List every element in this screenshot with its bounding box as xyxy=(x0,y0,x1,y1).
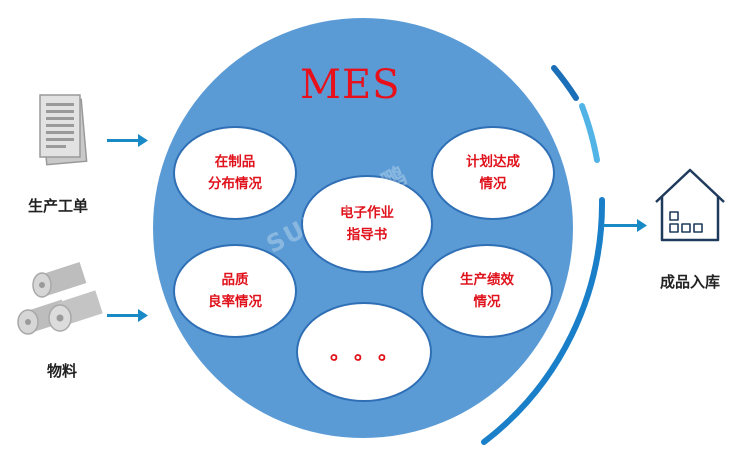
outer-arc-top xyxy=(551,65,579,101)
node-line: 情况 xyxy=(473,294,501,310)
output-arrow xyxy=(603,219,647,232)
node-electronic-work-instruction: 电子作业 指导书 xyxy=(301,175,433,273)
node-line: 生产绩效 xyxy=(460,272,514,288)
output-label-warehouse: 成品入库 xyxy=(660,273,721,291)
node-line: 指导书 xyxy=(346,227,388,243)
material-rolls-icon xyxy=(17,262,103,335)
input-arrow-2 xyxy=(107,309,148,322)
input-arrow-1 xyxy=(107,134,148,147)
outer-arc-bottom xyxy=(481,197,606,445)
node-wip-distribution: 在制品 分布情况 xyxy=(173,126,297,220)
node-line: 分布情况 xyxy=(208,176,262,192)
node-line: 情况 xyxy=(479,176,507,192)
warehouse-icon xyxy=(655,168,725,242)
node-line: 良率情况 xyxy=(208,294,262,310)
node-quality-yield: 品质 良率情况 xyxy=(173,244,297,338)
node-plan-achievement: 计划达成 情况 xyxy=(431,126,555,220)
node-line: 在制品 xyxy=(214,154,256,170)
outer-arc-middle xyxy=(579,103,600,163)
node-production-performance: 生产绩效 情况 xyxy=(421,244,553,338)
mes-title: MES xyxy=(300,62,401,108)
node-more: 。。。 xyxy=(296,302,432,402)
input-label-materials: 物料 xyxy=(47,362,78,380)
node-line: 电子作业 xyxy=(340,205,394,221)
node-line: 计划达成 xyxy=(466,154,520,170)
node-line: 。。。 xyxy=(330,340,412,364)
input-label-work-order: 生产工单 xyxy=(28,197,89,215)
node-line: 品质 xyxy=(221,272,249,288)
document-icon xyxy=(39,94,88,166)
